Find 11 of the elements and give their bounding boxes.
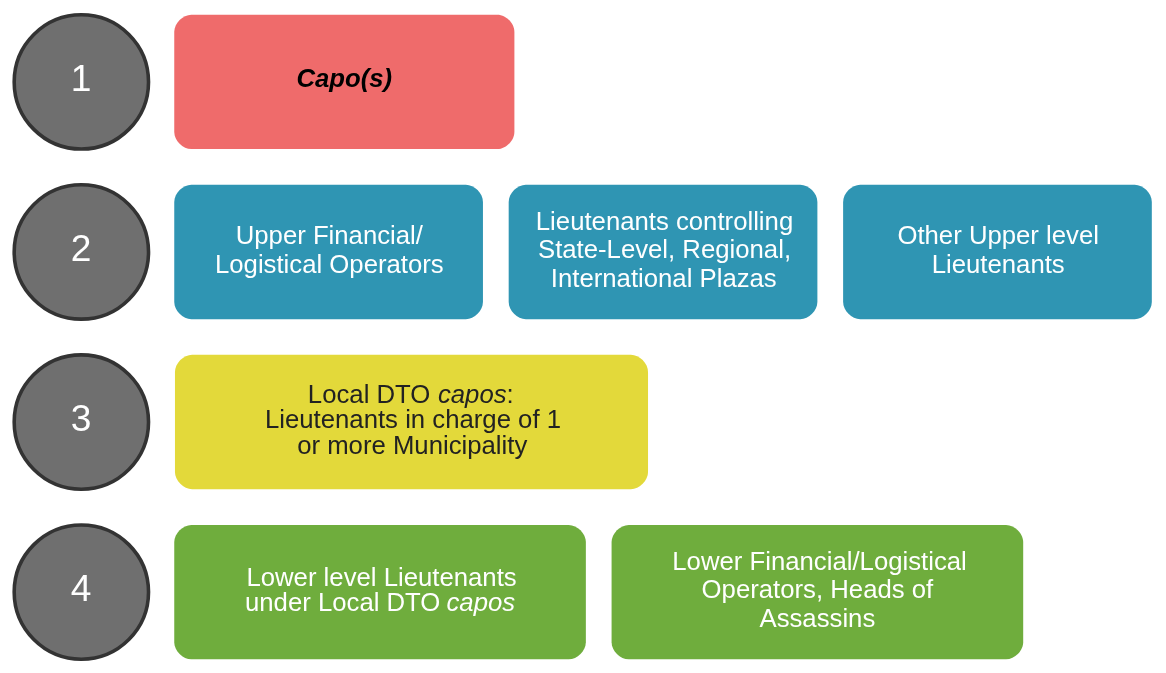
node-box: Capo(s) bbox=[174, 14, 515, 149]
node-box: Other Upper level Lieutenants bbox=[843, 184, 1152, 319]
node-circle: 4 bbox=[12, 522, 151, 661]
node-box: Lieutenants controlling State-Level, Regional, International Plazas bbox=[508, 184, 818, 319]
node-box: Lower Financial/Logistical Operators, Heads of Assassins bbox=[611, 524, 1024, 659]
node-circle: 1 bbox=[12, 12, 151, 151]
node-box: Lower level Lieutenants under Local DTO capos bbox=[174, 524, 586, 659]
node-box: Upper Financial/ Logistical Operators bbox=[174, 184, 483, 319]
node-box: Local DTO capos: Lieutenants in charge of 1 or more Municipality bbox=[174, 354, 649, 489]
node-circle: 3 bbox=[12, 352, 151, 491]
node-circle: 2 bbox=[12, 182, 151, 321]
